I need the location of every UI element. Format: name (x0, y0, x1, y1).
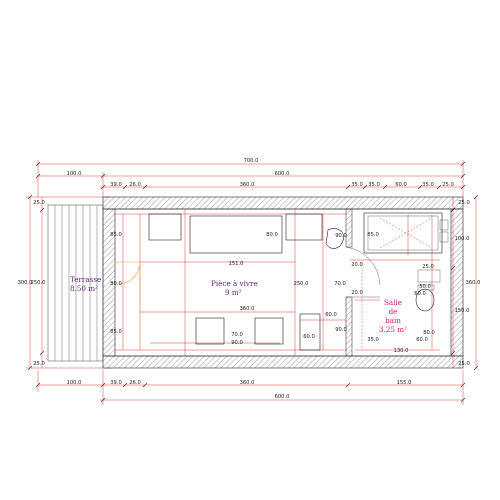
svg-text:70.0: 70.0 (231, 332, 243, 338)
svg-text:50.0: 50.0 (419, 284, 431, 290)
dim-top-detail: 25.0 (442, 182, 454, 188)
toilet (415, 288, 435, 312)
dim-top-detail: 35.0 (351, 182, 363, 188)
dim-bottom-detail: 155.0 (397, 380, 412, 386)
room-area-salle-de-bain: 3.25 m² (379, 325, 407, 334)
dim-bottom-detail: 39.0 (110, 380, 122, 386)
kitchen-unit (299, 313, 321, 351)
sink (417, 269, 441, 283)
room-area-terrasse: 8.50 m² (70, 284, 98, 293)
dim-left: 250.0 (31, 280, 46, 286)
svg-text:130.0: 130.0 (394, 348, 409, 354)
stool-right (254, 317, 284, 345)
dim-bottom-detail: 360.0 (240, 380, 255, 386)
interior-dimension-labels: 85.0 80.0 85.0 151.0 80.0 90.0 85.0 70.0… (110, 232, 435, 354)
svg-text:60.0: 60.0 (414, 291, 426, 297)
svg-text:80.0: 80.0 (110, 281, 122, 287)
dim-left: 300.0 (18, 280, 33, 286)
room-name-salle-line2: de (389, 307, 398, 316)
dim-right: 25.0 (458, 361, 470, 367)
furniture (148, 213, 344, 351)
svg-text:20.0: 20.0 (351, 262, 363, 268)
dim-top-sub-1: 100.0 (67, 171, 82, 177)
svg-text:90.0: 90.0 (231, 340, 243, 346)
dim-top-detail: 60.0 (395, 182, 407, 188)
svg-text:60.0: 60.0 (325, 312, 337, 318)
terrace-decking (47, 204, 104, 362)
dim-right: 25.0 (458, 200, 470, 206)
svg-text:25.0: 25.0 (422, 264, 434, 270)
dim-top-sub-2: 600.0 (275, 171, 290, 177)
room-name-salle-line1: Salle (384, 298, 402, 307)
walls (102, 196, 464, 369)
room-name-piece-a-vivre: Pièce à vivre (211, 279, 258, 288)
svg-text:70.0: 70.0 (334, 281, 346, 287)
cabinet-left (148, 213, 182, 241)
svg-text:20.0: 20.0 (351, 290, 363, 296)
dim-bottom-detail: 100.0 (67, 380, 82, 386)
svg-text:85.0: 85.0 (110, 232, 122, 238)
svg-text:60.0: 60.0 (416, 337, 428, 343)
dim-top-detail: 35.0 (368, 182, 380, 188)
room-area-piece-a-vivre: 9 m² (225, 288, 242, 297)
room-name-terrasse: Terrasse (70, 275, 101, 284)
doors (115, 246, 381, 305)
dim-top-total: 700.0 (244, 158, 259, 164)
dim-top-detail: 26.0 (129, 182, 141, 188)
svg-text:90.0: 90.0 (335, 327, 347, 333)
dim-left: 25.0 (33, 361, 45, 367)
svg-text:85.0: 85.0 (110, 329, 122, 335)
svg-text:250.0: 250.0 (294, 281, 309, 287)
svg-text:151.0: 151.0 (229, 261, 244, 267)
svg-text:360.0: 360.0 (240, 306, 255, 312)
cabinet-right (285, 213, 323, 241)
bathtub (363, 212, 443, 254)
dim-left: 25.0 (33, 200, 45, 206)
dim-top-detail: 39.0 (110, 182, 122, 188)
stool-left (195, 317, 225, 345)
svg-text:80.0: 80.0 (423, 330, 435, 336)
room-name-salle-line3: bain (385, 316, 401, 325)
dim-bottom-total: 600.0 (275, 394, 290, 400)
bed (189, 215, 283, 254)
dim-right: 360.0 (466, 280, 481, 286)
svg-text:90.0: 90.0 (335, 233, 347, 239)
svg-text:60.0: 60.0 (303, 334, 315, 340)
svg-text:80.0: 80.0 (266, 232, 278, 238)
dim-top-detail: 35.0 (422, 182, 434, 188)
dim-top-detail: 360.0 (240, 182, 255, 188)
dim-bottom-detail: 26.0 (129, 380, 141, 386)
plant (325, 228, 344, 249)
svg-text:85.0: 85.0 (367, 232, 379, 238)
room-labels: Terrasse 8.50 m² Pièce à vivre 9 m² Sall… (70, 275, 407, 334)
bathroom-fixtures (363, 212, 449, 312)
svg-text:35.0: 35.0 (367, 337, 379, 343)
